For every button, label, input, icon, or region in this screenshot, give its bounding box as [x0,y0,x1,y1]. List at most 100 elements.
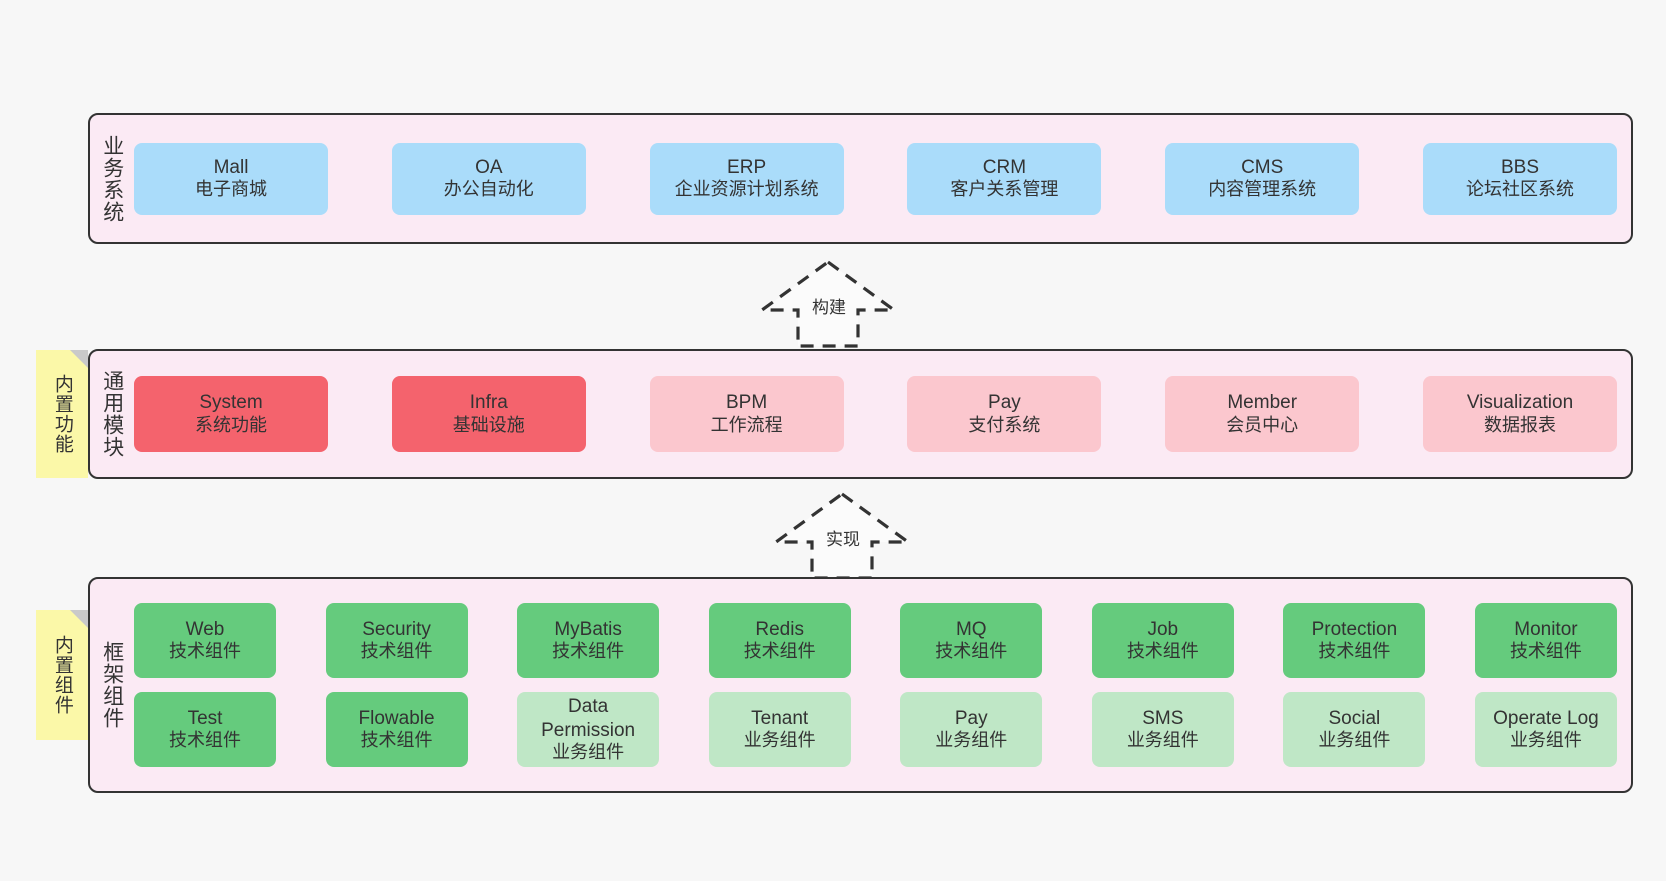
card-mall-cn: 电子商城 [195,179,267,200]
layer-body-common: System 系统功能 Infra 基础设施 BPM 工作流程 Pay 支付系统… [134,351,1631,477]
layer-common-modules: 通用模块 System 系统功能 Infra 基础设施 BPM 工作流程 Pay… [88,349,1633,479]
card-protection-en: Protection [1311,618,1398,640]
card-member-en: Member [1227,392,1298,414]
note-builtin-component: 内置组件 [36,610,88,740]
card-flowable-cn: 技术组件 [360,730,433,751]
card-bpm-en: BPM [726,392,768,414]
card-bbs-cn: 论坛社区系统 [1465,179,1574,200]
card-test[interactable]: Test 技术组件 [134,692,276,767]
card-social[interactable]: Social 业务组件 [1283,692,1426,767]
card-pay-component-cn: 业务组件 [935,730,1008,751]
card-mq[interactable]: MQ 技术组件 [900,603,1043,678]
card-crm-en: CRM [982,156,1027,178]
card-erp-cn: 企业资源计划系统 [674,179,819,200]
card-redis[interactable]: Redis 技术组件 [708,603,851,678]
card-mybatis[interactable]: MyBatis 技术组件 [517,603,660,678]
card-bbs-en: BBS [1500,156,1539,178]
card-oa-cn: 办公自动化 [443,179,534,200]
card-social-cn: 业务组件 [1318,730,1391,751]
card-visualization-en: Visualization [1466,392,1574,414]
card-mybatis-cn: 技术组件 [552,641,625,662]
card-erp-en: ERP [727,156,767,178]
card-protection[interactable]: Protection 技术组件 [1283,603,1426,678]
card-infra[interactable]: Infra 基础设施 [391,376,586,452]
layer-caption-business: 业务系统 [100,134,124,223]
card-visualization[interactable]: Visualization 数据报表 [1422,376,1617,452]
card-system[interactable]: System 系统功能 [134,376,328,452]
card-tenant[interactable]: Tenant 业务组件 [708,692,851,767]
card-mq-cn: 技术组件 [935,641,1008,662]
card-web-cn: 技术组件 [169,641,241,662]
card-tenant-cn: 业务组件 [743,730,816,751]
card-data-permission[interactable]: Data Permission 业务组件 [517,692,660,767]
card-sms[interactable]: SMS 业务组件 [1091,692,1234,767]
card-sms-cn: 业务组件 [1126,730,1199,751]
card-monitor[interactable]: Monitor 技术组件 [1474,603,1617,678]
layer-caption-framework: 框架组件 [100,641,124,729]
card-operate-log[interactable]: Operate Log 业务组件 [1474,692,1617,767]
card-security-cn: 技术组件 [360,641,433,662]
arrow-implement-label: 实现 [826,530,860,549]
card-flowable-en: Flowable [358,707,435,729]
card-cms[interactable]: CMS 内容管理系统 [1165,142,1360,215]
card-pay-component-en: Pay [954,707,988,729]
card-pay-module-cn: 支付系统 [968,414,1041,435]
card-protection-cn: 技术组件 [1318,641,1391,662]
card-operate-log-cn: 业务组件 [1509,730,1582,751]
note-builtin-function-label: 内置功能 [51,374,73,454]
card-oa[interactable]: OA 办公自动化 [391,142,586,215]
card-redis-en: Redis [755,618,804,640]
card-cms-en: CMS [1241,156,1284,178]
layer-body-framework: Web 技术组件 Security 技术组件 MyBatis 技术组件 Redi… [134,579,1631,791]
card-system-cn: 系统功能 [195,414,267,435]
layer-business-systems: 业务系统 Mall 电子商城 OA 办公自动化 ERP 企业资源计划系统 CRM… [88,113,1633,244]
card-member-cn: 会员中心 [1226,414,1299,435]
card-cms-cn: 内容管理系统 [1208,179,1317,200]
layer-framework-components: 框架组件 Web 技术组件 Security 技术组件 MyBatis 技术组件… [88,577,1633,793]
card-test-cn: 技术组件 [169,730,241,751]
card-job-en: Job [1147,618,1179,640]
card-sms-en: SMS [1142,707,1184,729]
business-card-row: Mall 电子商城 OA 办公自动化 ERP 企业资源计划系统 CRM 客户关系… [134,142,1617,215]
card-infra-en: Infra [469,392,508,414]
card-oa-en: OA [475,156,503,178]
card-job-cn: 技术组件 [1126,641,1199,662]
arrow-build [757,260,899,348]
card-infra-cn: 基础设施 [452,414,525,435]
card-bpm-cn: 工作流程 [710,414,783,435]
card-mybatis-en: MyBatis [554,618,622,640]
card-redis-cn: 技术组件 [743,641,816,662]
card-web[interactable]: Web 技术组件 [134,603,276,678]
card-mq-en: MQ [955,618,987,640]
card-operate-log-en: Operate Log [1493,707,1599,729]
card-security[interactable]: Security 技术组件 [325,603,468,678]
card-pay-module[interactable]: Pay 支付系统 [907,376,1102,452]
note-builtin-component-label: 内置组件 [51,635,73,715]
card-crm-cn: 客户关系管理 [950,179,1059,200]
card-tenant-en: Tenant [751,707,809,729]
card-security-en: Security [362,618,431,640]
framework-card-row-1: Web 技术组件 Security 技术组件 MyBatis 技术组件 Redi… [134,603,1617,678]
card-bbs[interactable]: BBS 论坛社区系统 [1422,142,1617,215]
card-system-en: System [199,392,263,414]
card-crm[interactable]: CRM 客户关系管理 [907,142,1102,215]
card-member[interactable]: Member 会员中心 [1165,376,1360,452]
layer-caption-common: 通用模块 [100,370,124,458]
card-job[interactable]: Job 技术组件 [1091,603,1234,678]
card-bpm[interactable]: BPM 工作流程 [649,376,844,452]
card-data-permission-cn: 业务组件 [552,741,625,762]
card-data-permission-en: Data Permission [541,696,636,741]
card-monitor-cn: 技术组件 [1509,641,1582,662]
arrow-build-label: 构建 [812,298,846,317]
card-test-en: Test [187,707,223,729]
card-pay-module-en: Pay [988,392,1021,414]
card-erp[interactable]: ERP 企业资源计划系统 [649,142,844,215]
card-mall-en: Mall [213,156,249,178]
card-flowable[interactable]: Flowable 技术组件 [325,692,468,767]
card-mall[interactable]: Mall 电子商城 [134,142,328,215]
common-card-row: System 系统功能 Infra 基础设施 BPM 工作流程 Pay 支付系统… [134,376,1617,452]
note-builtin-function: 内置功能 [36,350,88,478]
framework-card-row-2: Test 技术组件 Flowable 技术组件 Data Permission … [134,692,1617,767]
card-pay-component[interactable]: Pay 业务组件 [900,692,1043,767]
